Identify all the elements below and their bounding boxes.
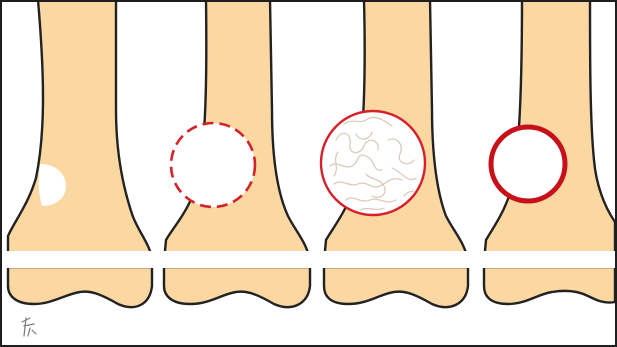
- bone-3-epiphysis: [324, 267, 468, 307]
- bone-2-epiphysis: [164, 267, 310, 307]
- bone-4-lesion: [491, 127, 565, 201]
- separator-band: [0, 251, 617, 268]
- bone-1-shaft: [8, 0, 152, 262]
- bone-2-lesion: [171, 123, 255, 207]
- bone-1-epiphysis: [8, 267, 152, 307]
- bone-4-epiphysis: [484, 267, 615, 304]
- handwritten-mark-icon: [22, 318, 36, 336]
